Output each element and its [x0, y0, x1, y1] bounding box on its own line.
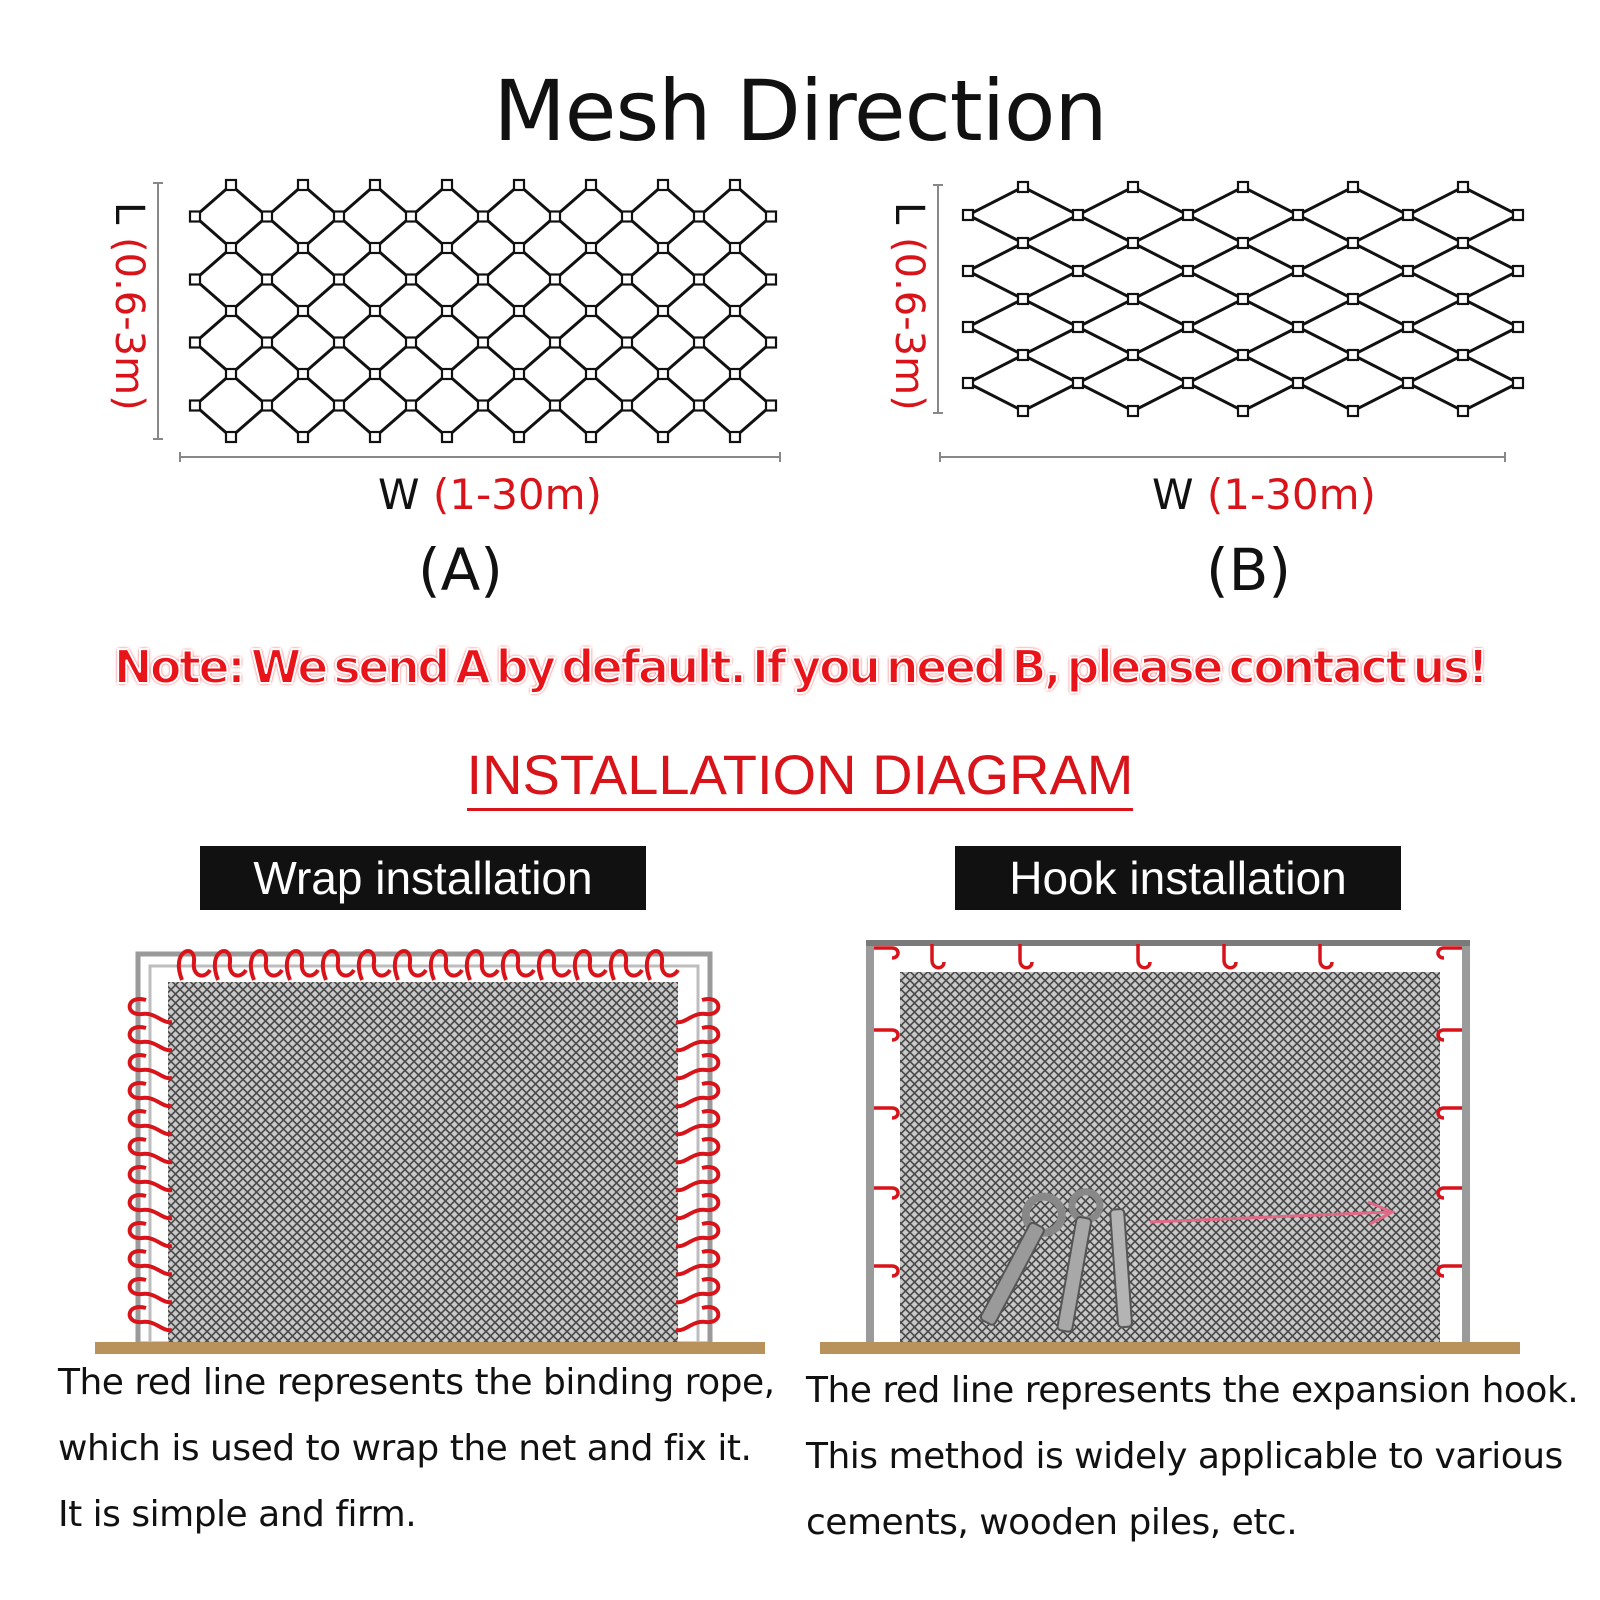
arrow-icon: [1149, 1200, 1396, 1226]
width-range: (1-30m): [432, 470, 602, 519]
length-key: L: [886, 202, 932, 225]
expansion-hooks: [874, 944, 1462, 1278]
mesh-b-width-label: W (1-30m): [1152, 470, 1376, 519]
installation-heading-text: INSTALLATION DIAGRAM: [466, 743, 1134, 811]
width-range: (1-30m): [1206, 470, 1376, 519]
length-range: (0.6-3m): [886, 237, 932, 411]
hook-net: [900, 972, 1440, 1342]
mesh-wires: [192, 183, 774, 439]
hook-caption-line: This method is widely applicable to vari…: [806, 1436, 1563, 1477]
wrap-caption-line: The red line represents the binding rope…: [58, 1362, 775, 1403]
expansion-hook-icon: [979, 1188, 1133, 1333]
mesh-a-length-label: L (0.6-3m): [106, 202, 152, 411]
hook-caption: The red line represents the expansion ho…: [806, 1358, 1579, 1556]
wrap-caption-line: which is used to wrap the net and fix it…: [58, 1428, 752, 1469]
mesh-a-width-label: W (1-30m): [378, 470, 602, 519]
mesh-nodes: [961, 180, 1525, 418]
mesh-nodes: [188, 178, 778, 444]
wrap-net: [168, 982, 678, 1342]
mesh-b-diagram: [933, 180, 1525, 462]
wrap-caption-line: It is simple and firm.: [58, 1494, 417, 1535]
variant-b-label: (B): [1206, 536, 1292, 604]
binding-rope: [127, 949, 721, 1333]
wrap-installation-badge: Wrap installation: [200, 846, 646, 910]
default-variant-note: Note: We send A by default. If you need …: [113, 639, 1490, 695]
mesh-b-length-label: L (0.6-3m): [886, 202, 932, 411]
length-range: (0.6-3m): [106, 237, 152, 411]
length-key: L: [106, 202, 152, 225]
width-key: W: [1152, 470, 1194, 519]
hook-frame: [866, 940, 1470, 946]
wrap-ground: [95, 1342, 765, 1354]
width-key: W: [378, 470, 420, 519]
installation-heading: INSTALLATION DIAGRAM: [0, 742, 1600, 811]
variant-a-label: (A): [418, 536, 503, 604]
hook-ground: [820, 1342, 1520, 1354]
hook-installation-badge: Hook installation: [955, 846, 1401, 910]
wrap-installation-illustration: [95, 949, 765, 1354]
hook-caption-line: cements, wooden piles, etc.: [806, 1502, 1298, 1543]
mesh-a-diagram: [153, 178, 781, 462]
hook-caption-line: The red line represents the expansion ho…: [806, 1370, 1579, 1411]
hook-installation-illustration: [820, 940, 1520, 1354]
page-title: Mesh Direction: [493, 62, 1107, 160]
wrap-caption: The red line represents the binding rope…: [58, 1350, 775, 1548]
